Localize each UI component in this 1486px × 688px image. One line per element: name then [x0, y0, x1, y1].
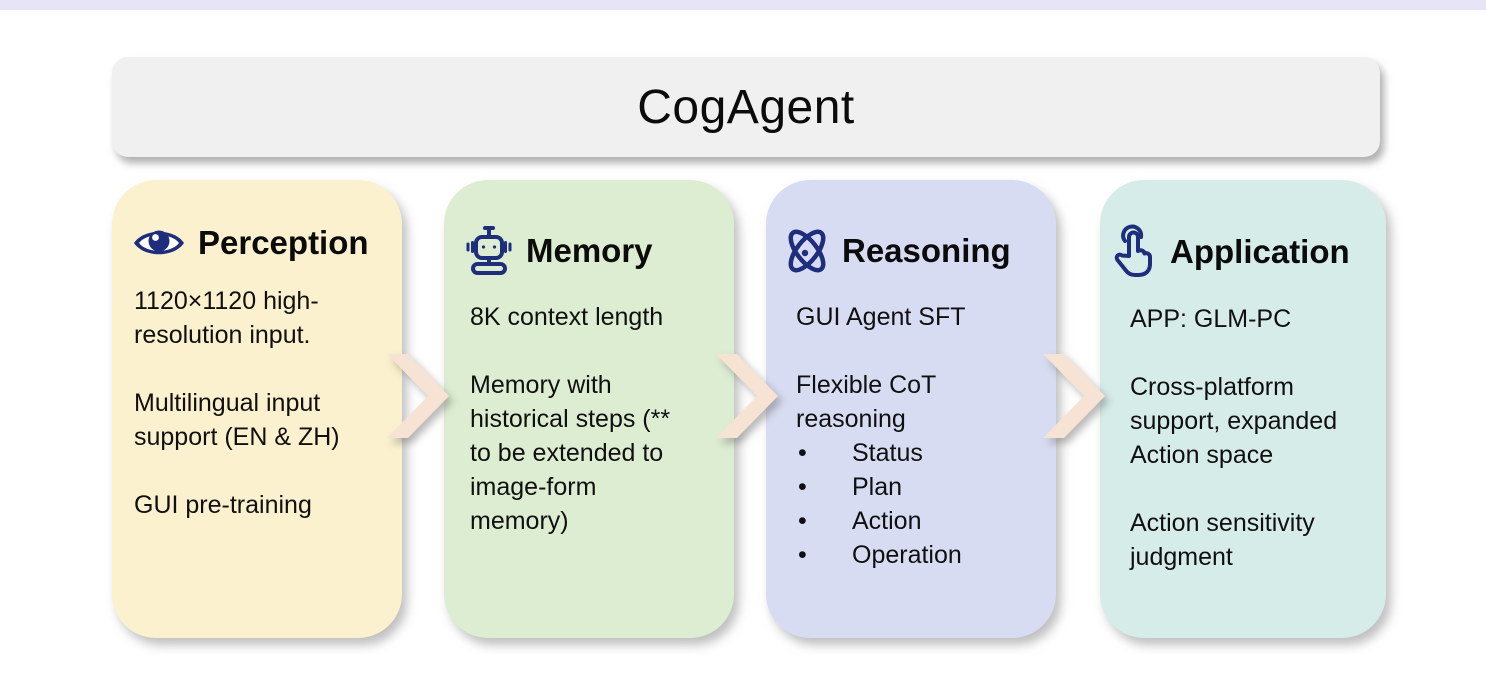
bullet-dot: •: [798, 473, 807, 501]
paragraph: APP: GLM-PC: [1130, 305, 1292, 333]
card-application-title: Application: [1170, 233, 1350, 270]
card-application-body: APP: GLM-PC Cross-platform support, expa…: [1100, 302, 1372, 574]
card-application-header: Application: [1100, 180, 1386, 280]
title-bar: CogAgent: [112, 57, 1380, 157]
paragraph: Multilingual input support (EN & ZH): [134, 389, 340, 451]
bullet-item: • Status: [796, 436, 1028, 470]
chevron-arrow-icon: [716, 354, 778, 438]
reasoning-bullet-list: • Status • Plan • Action • Operation: [796, 436, 1028, 572]
chevron-arrow-icon: [1043, 354, 1105, 438]
bullet-label: Status: [852, 439, 923, 467]
paragraph: Cross-platform support, expanded Action …: [1130, 373, 1338, 469]
bullet-label: Action: [852, 507, 922, 535]
card-perception: Perception 1120×1120 high-resolution inp…: [112, 180, 402, 638]
page-title: CogAgent: [637, 80, 855, 134]
paragraph: Memory with historical steps (** to be e…: [470, 371, 671, 535]
paragraph: Flexible CoT reasoning: [796, 371, 936, 433]
bullet-dot: •: [798, 541, 807, 569]
card-memory-title: Memory: [526, 232, 653, 269]
card-reasoning-title: Reasoning: [842, 232, 1011, 269]
paragraph: GUI pre-training: [134, 491, 312, 519]
tap-hand-icon: [1112, 224, 1162, 280]
bullet-item: • Action: [796, 504, 1028, 538]
paragraph: GUI Agent SFT: [796, 303, 966, 331]
card-memory: Memory 8K context length Memory with his…: [444, 180, 734, 638]
top-strip: [0, 0, 1486, 10]
card-reasoning-body: GUI Agent SFT Flexible CoT reasoning • S…: [766, 300, 1028, 572]
eye-icon: [132, 224, 186, 262]
card-perception-header: Perception: [112, 180, 402, 262]
bullet-label: Plan: [852, 473, 903, 501]
bullet-item: • Operation: [796, 538, 1028, 572]
atom-icon: [780, 224, 834, 278]
card-application: Application APP: GLM-PC Cross-platform s…: [1100, 180, 1386, 638]
card-reasoning: Reasoning GUI Agent SFT Flexible CoT rea…: [766, 180, 1056, 638]
bullet-item: • Plan: [796, 470, 1028, 504]
card-perception-title: Perception: [198, 224, 369, 261]
card-reasoning-header: Reasoning: [766, 180, 1056, 278]
card-memory-header: Memory: [444, 180, 734, 278]
card-perception-body: 1120×1120 high-resolution input. Multili…: [112, 284, 392, 522]
chevron-arrow-icon: [387, 354, 449, 438]
card-memory-body: 8K context length Memory with historical…: [444, 300, 696, 538]
paragraph: 1120×1120 high-resolution input.: [134, 287, 319, 349]
paragraph: Action sensitivity judgment: [1130, 509, 1315, 571]
robot-icon: [464, 224, 514, 278]
bullet-label: Operation: [852, 541, 962, 569]
bullet-dot: •: [798, 439, 807, 467]
bullet-dot: •: [798, 507, 807, 535]
paragraph: 8K context length: [470, 303, 664, 331]
